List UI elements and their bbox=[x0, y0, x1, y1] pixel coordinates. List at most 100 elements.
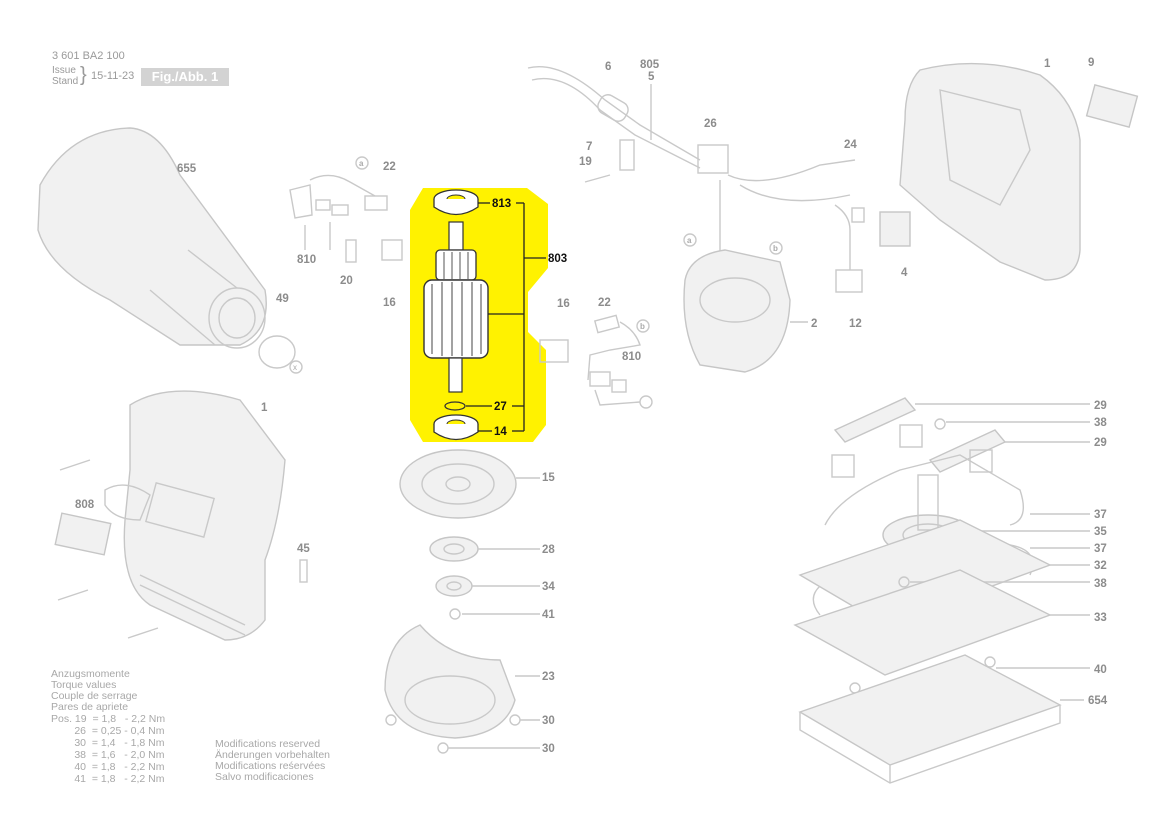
callout-7: 7 bbox=[586, 141, 592, 153]
bracket-29-lower bbox=[928, 429, 1007, 473]
modifications-en: Modifications reserved bbox=[215, 738, 321, 750]
callout-37-upper: 37 bbox=[1094, 509, 1107, 521]
callout-38-lower: 38 bbox=[1094, 578, 1107, 590]
callout-24: 24 bbox=[844, 139, 857, 151]
callout-4: 4 bbox=[901, 267, 908, 279]
mark-b-coil: b bbox=[773, 244, 778, 253]
callout-14: 14 bbox=[494, 426, 507, 438]
callout-15: 15 bbox=[542, 472, 555, 484]
stand-label: Stand bbox=[52, 76, 79, 87]
modifications-de: Änderungen vorbehalten bbox=[215, 749, 331, 761]
modifications-es: Salvo modificaciones bbox=[215, 771, 314, 783]
callout-33: 33 bbox=[1094, 612, 1107, 624]
clamp-7 bbox=[619, 139, 635, 171]
screw-41 bbox=[449, 608, 461, 620]
bearing-14 bbox=[433, 414, 479, 441]
housing-1-right bbox=[899, 62, 1081, 281]
bracket-29-upper bbox=[831, 397, 923, 478]
armature bbox=[423, 221, 489, 393]
bearing-813 bbox=[433, 189, 479, 216]
base-plate-654 bbox=[798, 654, 1062, 784]
callout-49: 49 bbox=[276, 293, 289, 305]
torque-heading-fr: Couple de serrage bbox=[51, 690, 138, 702]
callout-27: 27 bbox=[494, 401, 507, 413]
connector-12 bbox=[834, 204, 863, 293]
callout-22-lower: 22 bbox=[598, 297, 611, 309]
torque-row: 40 = 1,8 - 2,2 Nm bbox=[51, 761, 165, 773]
figure-label: Fig./Abb. 1 bbox=[141, 68, 229, 86]
mark-x: x bbox=[293, 363, 297, 372]
callout-805: 805 bbox=[640, 59, 660, 71]
brush-holder-810-lower bbox=[539, 314, 653, 409]
screws-left bbox=[57, 459, 159, 639]
mark-a-top: a bbox=[359, 159, 364, 168]
field-coil-2 bbox=[683, 233, 791, 373]
label-9 bbox=[1085, 83, 1139, 129]
mark-a-coil: a bbox=[687, 236, 692, 245]
callout-30-lower: 30 bbox=[542, 743, 555, 755]
bracket-803 bbox=[466, 202, 546, 432]
callout-19: 19 bbox=[579, 156, 592, 168]
torque-row: Pos. 19 = 1,8 - 2,2 Nm bbox=[51, 713, 166, 725]
torque-heading-es: Pares de apriete bbox=[51, 701, 129, 713]
screw-19 bbox=[584, 174, 611, 183]
fan-guard-23 bbox=[384, 624, 516, 739]
callout-38-upper: 38 bbox=[1094, 417, 1107, 429]
cable-6 bbox=[527, 66, 701, 169]
screw-38-upper bbox=[934, 418, 946, 430]
callout-6: 6 bbox=[605, 61, 611, 73]
dust-box-655 bbox=[37, 127, 267, 349]
torque-heading-en: Torque values bbox=[51, 679, 117, 691]
label-808 bbox=[54, 512, 112, 556]
modifications-fr: Modifications reśervées bbox=[215, 760, 326, 772]
issue-label: Issue bbox=[52, 65, 76, 76]
callout-32: 32 bbox=[1094, 560, 1107, 572]
callout-29-lower: 29 bbox=[1094, 437, 1107, 449]
brush-holder-810-top bbox=[289, 156, 403, 263]
callout-40: 40 bbox=[1094, 664, 1107, 676]
callout-26: 26 bbox=[704, 118, 717, 130]
part-number: 3 601 BA2 100 bbox=[52, 50, 125, 62]
callout-30-upper: 30 bbox=[542, 715, 555, 727]
callout-9: 9 bbox=[1088, 57, 1094, 69]
counterweight-34 bbox=[435, 575, 473, 597]
switch-4 bbox=[851, 207, 911, 247]
callout-22-top: 22 bbox=[383, 161, 396, 173]
bearing-28 bbox=[429, 536, 479, 562]
callout-16-top: 16 bbox=[383, 297, 396, 309]
mark-b-lower: b bbox=[640, 322, 645, 331]
callout-35: 35 bbox=[1094, 526, 1107, 538]
callout-803: 803 bbox=[548, 253, 567, 265]
callout-20: 20 bbox=[340, 275, 353, 287]
callout-23: 23 bbox=[542, 671, 555, 683]
callout-29-upper: 29 bbox=[1094, 400, 1107, 412]
callout-5: 5 bbox=[648, 71, 655, 83]
callout-37-lower: 37 bbox=[1094, 543, 1107, 555]
screw-45 bbox=[299, 559, 308, 583]
torque-row: 30 = 1,4 - 1,8 Nm bbox=[51, 737, 165, 749]
callout-45: 45 bbox=[297, 543, 310, 555]
callout-28: 28 bbox=[542, 544, 555, 556]
torque-row: 26 = 0,25 - 0,4 Nm bbox=[51, 725, 165, 737]
terminal-26 bbox=[697, 144, 856, 260]
issue-date: 15-11-23 bbox=[91, 70, 135, 82]
callout-34: 34 bbox=[542, 581, 555, 593]
torque-row: 41 = 1,8 - 2,2 Nm bbox=[51, 773, 165, 785]
screw-38-lower bbox=[898, 576, 910, 588]
callout-2: 2 bbox=[811, 318, 817, 330]
brace: } bbox=[80, 64, 87, 86]
fan-15 bbox=[399, 449, 517, 519]
torque-heading-de: Anzugsmomente bbox=[51, 668, 130, 680]
washer-27 bbox=[444, 401, 466, 411]
callout-810-lower: 810 bbox=[622, 351, 641, 363]
callout-16-lower: 16 bbox=[557, 298, 570, 310]
callout-810-top: 810 bbox=[297, 254, 316, 266]
callout-655: 655 bbox=[177, 163, 197, 175]
o-ring-49 bbox=[258, 335, 303, 374]
torque-row: 38 = 1,6 - 2,0 Nm bbox=[51, 749, 165, 761]
callout-813: 813 bbox=[492, 198, 511, 210]
housing-1-left bbox=[104, 390, 286, 641]
callout-1-left: 1 bbox=[261, 402, 268, 414]
